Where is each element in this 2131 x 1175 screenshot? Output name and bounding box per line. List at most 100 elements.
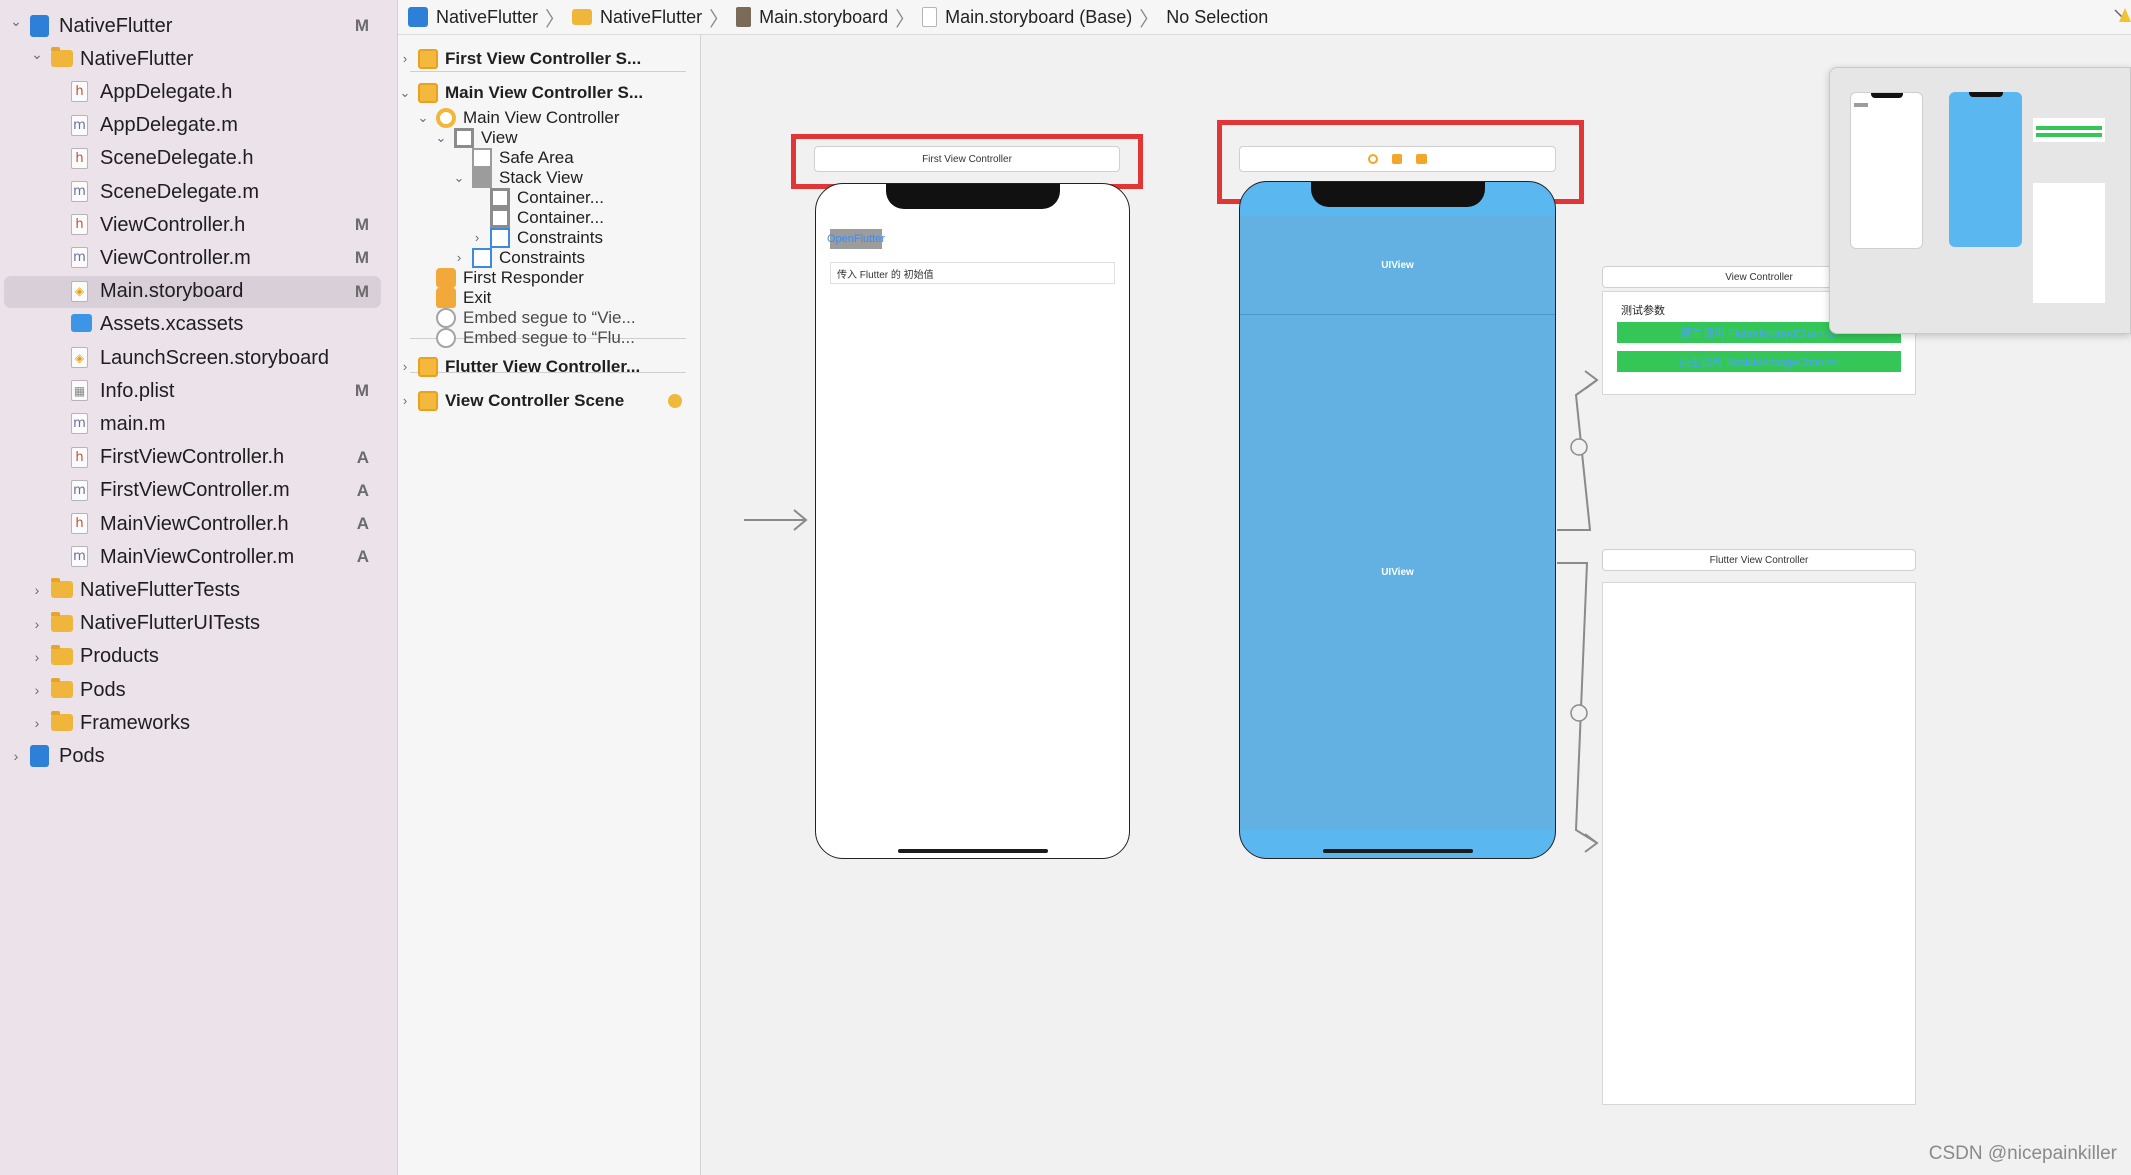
chevron-down-icon[interactable]: ⌄ bbox=[417, 109, 429, 125]
chevron-down-icon[interactable]: ⌄ bbox=[453, 169, 465, 185]
main-vc-scene-bar[interactable] bbox=[1239, 146, 1556, 172]
chevron-down-icon[interactable]: ⌄ bbox=[399, 84, 411, 100]
chevron-down-icon[interactable]: ⌄ bbox=[31, 45, 43, 62]
basic-message-channel-button[interactable]: 原生调用 BasicMessageChannel bbox=[1617, 351, 1901, 372]
constraints-icon bbox=[490, 227, 510, 248]
watermark: CSDN @nicepainkiller bbox=[1928, 1143, 2117, 1164]
scm-status-badge: A bbox=[356, 514, 369, 533]
basic-message-channel-label: 原生调用 BasicMessageChannel bbox=[1679, 356, 1839, 369]
navigator-item[interactable]: › NativeFlutterTests bbox=[4, 574, 381, 606]
chevron-right-icon[interactable]: › bbox=[13, 748, 19, 765]
scene-icon bbox=[418, 390, 438, 411]
outline-item-label: First View Controller S... bbox=[445, 48, 642, 68]
navigator-item[interactable]: › NativeFlutterUITests bbox=[4, 608, 381, 640]
crumb-storyboard-base[interactable]: Main.storyboard (Base) 〉 bbox=[922, 3, 1166, 32]
folder-icon bbox=[51, 644, 73, 668]
scm-status-badge: A bbox=[356, 547, 369, 567]
chevron-right-icon[interactable]: › bbox=[456, 250, 462, 265]
crumb-storyboard[interactable]: Main.storyboard 〉 bbox=[736, 3, 922, 32]
outline-item[interactable]: ›Constraints bbox=[398, 224, 700, 251]
canvas-minimap[interactable] bbox=[1829, 67, 2131, 334]
outline-item[interactable]: Safe Area bbox=[398, 144, 700, 171]
navigator-item-label: NativeFlutter bbox=[59, 14, 173, 37]
outline-item-label: Embed segue to “Vie... bbox=[463, 307, 636, 327]
phone-notch bbox=[885, 184, 1060, 209]
first-responder-dock-icon[interactable] bbox=[1392, 154, 1402, 164]
exit-dock-icon[interactable] bbox=[1416, 154, 1427, 164]
scm-status-badge: M bbox=[354, 248, 369, 268]
outline-scene[interactable]: ›View Controller Scene bbox=[398, 387, 700, 414]
chevron-right-icon[interactable]: › bbox=[402, 359, 408, 374]
outline-item[interactable]: Exit bbox=[398, 284, 700, 311]
outline-scene[interactable]: › Flutter View Controller... bbox=[398, 353, 700, 380]
outline-item[interactable]: ⌄Stack View bbox=[398, 164, 700, 191]
outline-item[interactable]: First Responder bbox=[398, 264, 700, 291]
chevron-right-icon[interactable]: › bbox=[474, 230, 480, 245]
outline-item[interactable]: ⌄Main View Controller bbox=[398, 104, 700, 131]
first-vc-phone[interactable]: OpenFlutter 传入 Flutter 的 初始值 bbox=[815, 183, 1130, 859]
outline-item[interactable]: Container... bbox=[398, 184, 700, 211]
crumb-label: Main.storyboard bbox=[759, 6, 889, 27]
chevron-down-icon[interactable]: ⌄ bbox=[10, 12, 22, 29]
navigator-item[interactable]: ◈LaunchScreen.storyboard bbox=[4, 342, 381, 374]
view-controller-dock-icon[interactable] bbox=[1368, 154, 1378, 164]
chevron-right-icon[interactable]: › bbox=[34, 648, 40, 665]
document-outline: › First View Controller S... ⌄Main View Co… bbox=[398, 35, 701, 1175]
navigator-item[interactable]: ›Products bbox=[4, 641, 381, 673]
chevron-down-icon[interactable]: ⌄ bbox=[435, 129, 447, 145]
crumb-selection[interactable]: No Selection bbox=[1166, 7, 1268, 28]
flutter-vc-view[interactable] bbox=[1602, 582, 1916, 1105]
outline-item[interactable]: Embed segue to “Flu... bbox=[398, 324, 700, 351]
outline-item-label: Flutter View Controller... bbox=[445, 356, 641, 376]
navigator-item[interactable]: Assets.xcassets bbox=[4, 309, 381, 341]
outline-item-label: Container... bbox=[517, 207, 604, 227]
chevron-right-icon[interactable]: › bbox=[34, 682, 40, 698]
navigator-item-label: NativeFlutterUITests bbox=[80, 612, 261, 635]
outline-item[interactable]: Container... bbox=[398, 204, 700, 231]
open-flutter-button[interactable]: OpenFlutter bbox=[827, 229, 885, 249]
flutter-vc-scene-bar[interactable]: Flutter View Controller bbox=[1602, 549, 1916, 571]
main-vc-phone[interactable]: UIView UIView bbox=[1239, 181, 1556, 859]
outline-item[interactable]: Embed segue to “Vie... bbox=[398, 304, 700, 331]
navigator-item[interactable]: ⌄NativeFlutter bbox=[4, 43, 381, 75]
initial-value-field[interactable]: 传入 Flutter 的 初始值 bbox=[830, 262, 1115, 284]
chevron-right-icon[interactable]: › bbox=[402, 51, 408, 66]
chevron-right-icon[interactable]: › bbox=[34, 582, 40, 599]
outline-scene[interactable]: › First View Controller S... bbox=[398, 45, 700, 72]
navigator-item[interactable]: ›Pods bbox=[4, 674, 381, 706]
crumb-project[interactable]: NativeFlutter 〉 bbox=[408, 3, 572, 32]
first-vc-scene-bar[interactable]: First View Controller bbox=[814, 146, 1120, 172]
navigator-item[interactable]: ›Pods bbox=[4, 740, 381, 772]
navigator-item[interactable]: ›Frameworks bbox=[4, 707, 381, 739]
view-icon bbox=[490, 187, 510, 208]
warning-icon[interactable] bbox=[2113, 6, 2131, 26]
crumb-label: NativeFlutter bbox=[436, 6, 539, 27]
chevron-right-icon[interactable]: › bbox=[34, 715, 40, 732]
navigator-item-label: NativeFlutterTests bbox=[80, 578, 241, 601]
chevron-right-icon[interactable]: › bbox=[34, 615, 40, 632]
outline-item[interactable]: ›Constraints bbox=[398, 244, 700, 271]
outline-scene[interactable]: ⌄Main View Controller S... bbox=[398, 79, 700, 106]
navigator-item-label: FirstViewController.h bbox=[100, 446, 285, 469]
chevron-right-icon[interactable]: › bbox=[402, 393, 408, 408]
bottom-uiview[interactable]: UIView bbox=[1240, 315, 1555, 830]
outline-item[interactable]: ⌄View bbox=[398, 124, 700, 151]
top-uiview[interactable]: UIView bbox=[1240, 216, 1555, 315]
crumb-folder[interactable]: NativeFlutter 〉 bbox=[572, 3, 736, 32]
storyboard-canvas[interactable]: First View Controller OpenFlutter 传入 Flu… bbox=[702, 35, 2131, 1175]
